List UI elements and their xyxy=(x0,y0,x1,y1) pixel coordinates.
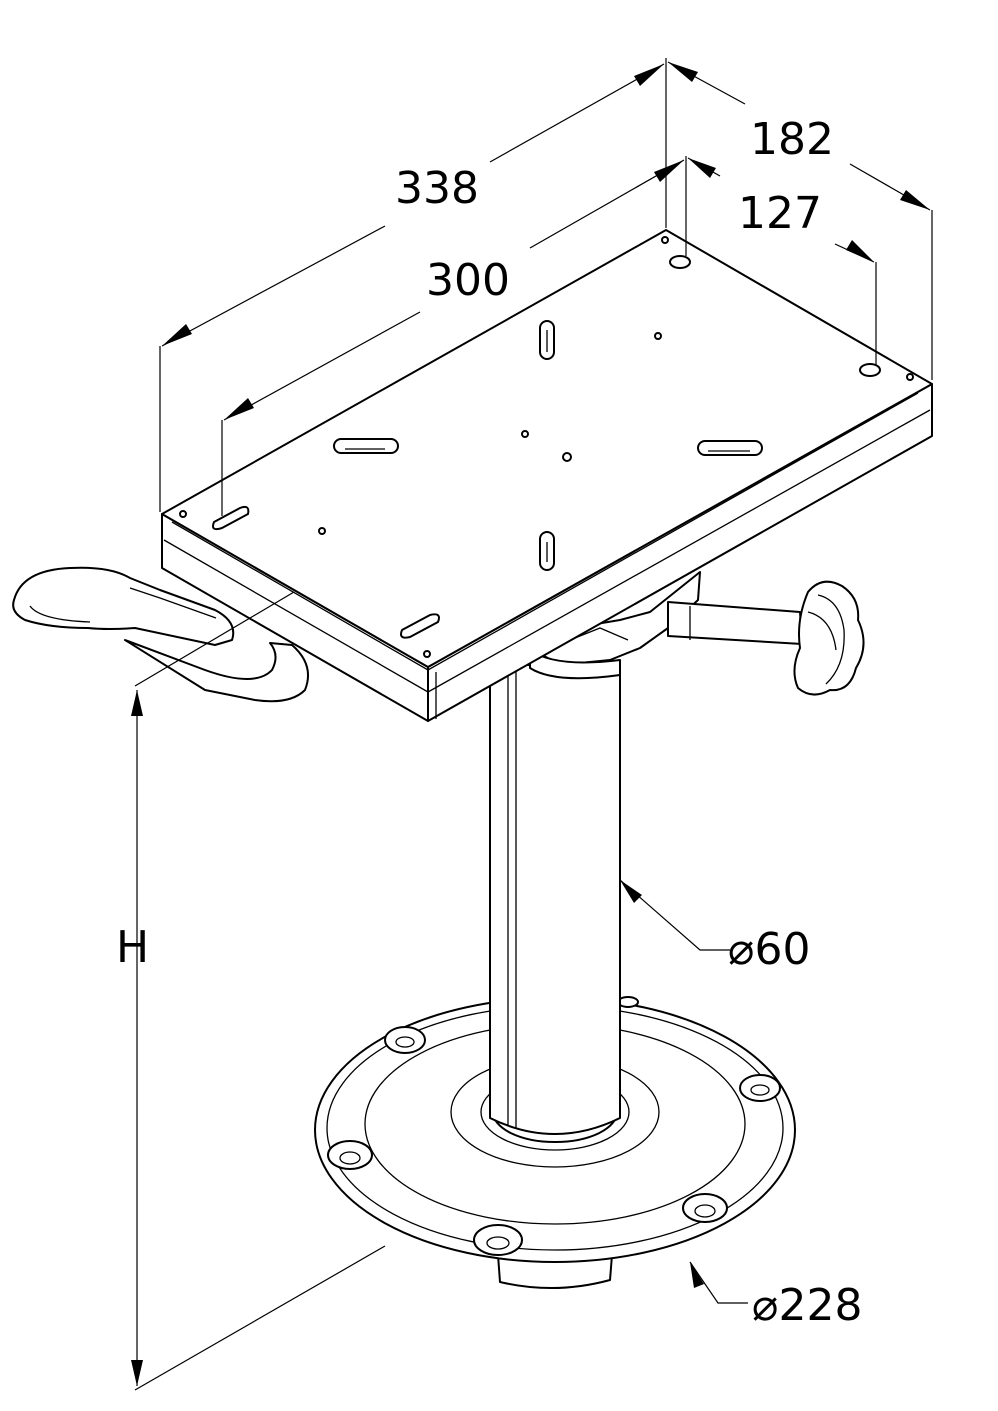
release-lever xyxy=(12,566,309,703)
dimension-300: 300 xyxy=(426,255,510,306)
dimension-h: H xyxy=(116,922,149,973)
corner-screws xyxy=(179,236,914,658)
locking-knob xyxy=(667,580,865,696)
dimension-base-diameter: ⌀228 xyxy=(752,1280,862,1331)
dimension-338: 338 xyxy=(395,163,479,214)
mounting-slots xyxy=(212,255,881,639)
dimension-column-diameter: ⌀60 xyxy=(728,924,810,975)
dimension-lines xyxy=(131,58,933,1391)
dimension-127: 127 xyxy=(738,188,822,239)
base-mounting-holes xyxy=(327,996,781,1256)
small-holes xyxy=(318,332,662,535)
seat-top-plate xyxy=(161,229,933,722)
dimension-182: 182 xyxy=(750,114,834,165)
column xyxy=(489,664,621,1143)
